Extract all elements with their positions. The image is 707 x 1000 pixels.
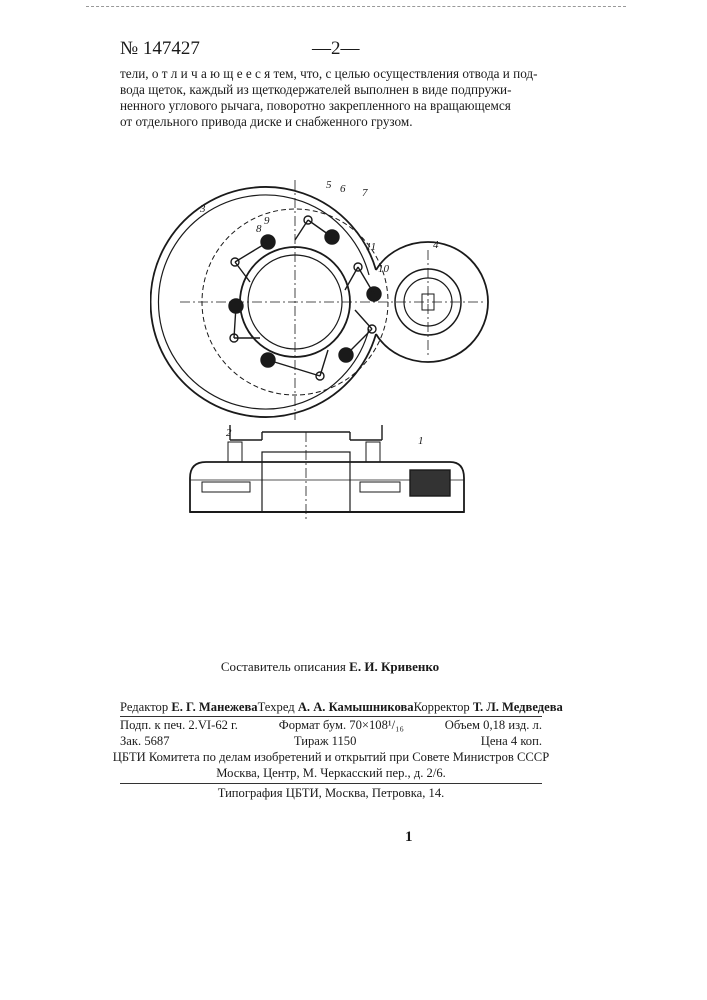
figure-label-5: 5 — [326, 179, 332, 191]
corrector-label: Корректор — [414, 700, 470, 714]
staff-row: Редактор Е. Г. Манежева Техред А. А. Кам… — [120, 700, 542, 715]
institution: ЦБТИ Комитета по делам изобретений и отк… — [113, 750, 549, 765]
order-row: Зак. 5687 Тираж 1150 Цена 4 коп. — [120, 734, 542, 749]
figure-label-8: 8 — [256, 223, 262, 235]
techred-name: А. А. Камышникова — [298, 700, 414, 714]
figure-label-7: 7 — [362, 187, 368, 199]
technical-drawing: 3 4 5 6 7 8 9 10 11 1 2 — [150, 170, 490, 520]
price: Цена 4 коп. — [481, 734, 542, 749]
patent-number: № 147427 — [120, 38, 200, 60]
print-run: Тираж 1150 — [294, 734, 357, 749]
figure-label-9: 9 — [264, 215, 270, 227]
figure-label-11: 11 — [366, 241, 376, 253]
address: Москва, Центр, М. Черкасский пер., д. 2/… — [216, 766, 446, 781]
footer-page-mark: 1 — [405, 829, 413, 846]
editor-label: Редактор — [120, 700, 168, 714]
editor-name: Е. Г. Манежева — [171, 700, 257, 714]
corrector-name: Т. Л. Медведева — [473, 700, 563, 714]
figure-label-3: 3 — [199, 203, 206, 215]
institution-row: ЦБТИ Комитета по делам изобретений и отк… — [120, 750, 542, 765]
page-number: —2— — [312, 38, 360, 60]
typography: Типография ЦБТИ, Москва, Петровка, 14. — [218, 786, 445, 801]
top-view — [151, 180, 488, 420]
volume: Объем 0,18 изд. л. — [445, 718, 542, 733]
figure-label-2: 2 — [226, 427, 232, 439]
composer-line: Составитель описания Е. И. Кривенко — [120, 659, 540, 675]
figure-label-1: 1 — [418, 435, 424, 447]
imprint-rule-2 — [120, 783, 542, 784]
claim-line-2: вода щеток, каждый из щеткодержателей вы… — [120, 82, 540, 98]
imprint-rule-1 — [120, 716, 542, 717]
typography-row: Типография ЦБТИ, Москва, Петровка, 14. — [120, 786, 542, 801]
claim-text: тели, о т л и ч а ю щ е е с я тем, что, … — [120, 66, 540, 130]
figure-label-4: 4 — [433, 239, 439, 251]
composer-role: Составитель описания — [221, 659, 346, 674]
claim-line-1: тели, о т л и ч а ю щ е е с я тем, что, … — [120, 66, 540, 82]
order-number: Зак. 5687 — [120, 734, 170, 749]
claim-line-4: от отдельного привода диске и снабженног… — [120, 114, 540, 130]
figure-label-6: 6 — [340, 183, 346, 195]
composer-name: Е. И. Кривенко — [349, 659, 439, 674]
scan-edge-line — [86, 6, 626, 7]
techred-label: Техред — [258, 700, 295, 714]
print-row: Подп. к печ. 2.VI-62 г. Формат бум. 70×1… — [120, 718, 542, 733]
paper-format: Формат бум. 70×108¹/₁₆ — [279, 718, 404, 733]
claim-line-3: ненного углового рычага, поворотно закре… — [120, 98, 540, 114]
signed-date: Подп. к печ. 2.VI-62 г. — [120, 718, 238, 733]
address-row: Москва, Центр, М. Черкасский пер., д. 2/… — [120, 766, 542, 781]
figure-label-10: 10 — [378, 263, 390, 275]
